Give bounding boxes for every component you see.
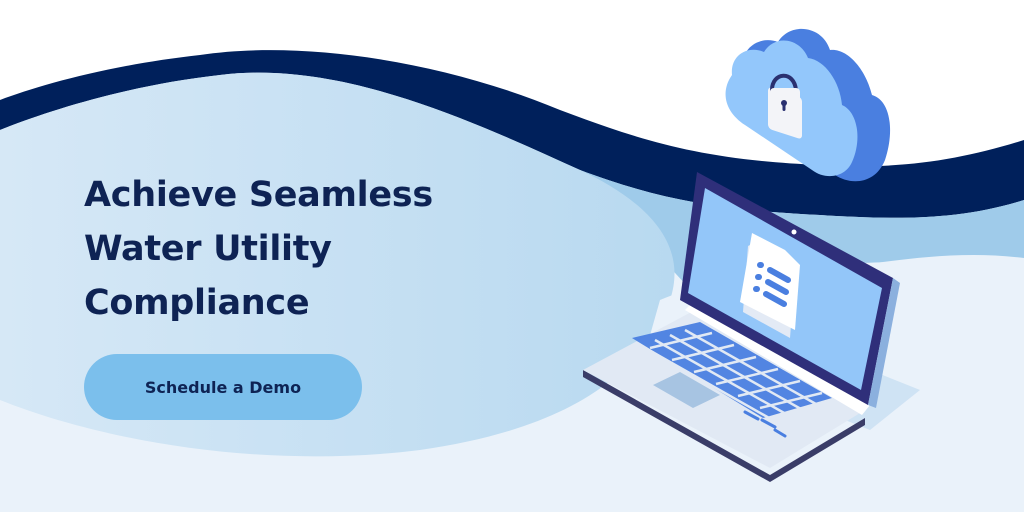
schedule-demo-button[interactable]: Schedule a Demo bbox=[84, 354, 362, 420]
headline-line-2: Water Utility bbox=[84, 229, 332, 269]
headline-line-1: Achieve Seamless bbox=[84, 175, 433, 215]
headline: Achieve Seamless Water Utility Complianc… bbox=[84, 168, 433, 330]
headline-line-3: Compliance bbox=[84, 283, 310, 323]
